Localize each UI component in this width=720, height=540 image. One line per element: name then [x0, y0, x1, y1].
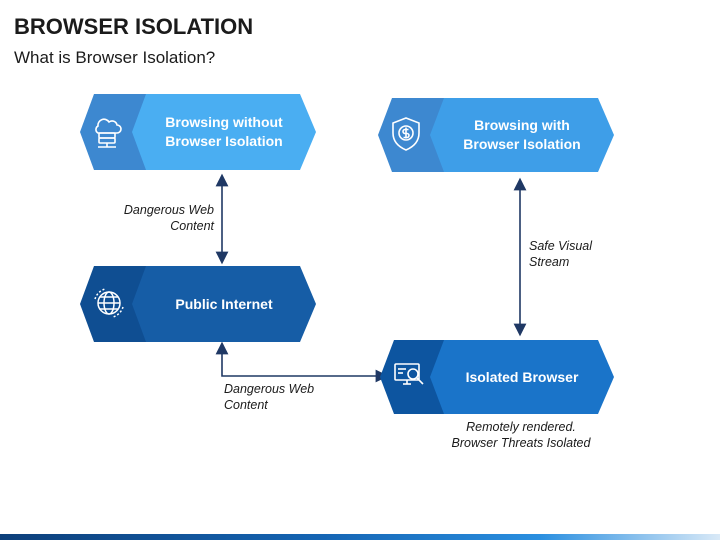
- isolated-browser-caption: Remotely rendered. Browser Threats Isola…: [436, 419, 606, 451]
- edge-label-safe-visual: Safe Visual Stream: [529, 238, 629, 270]
- node-shape: [80, 94, 316, 170]
- edge-label-line: Dangerous Web: [123, 203, 214, 217]
- shield-dollar-icon: [389, 116, 423, 157]
- globe-icon: [91, 285, 127, 326]
- node-browsing-with-isolation: Browsing with Browser Isolation: [378, 96, 614, 174]
- edge-label-line: Content: [170, 219, 214, 233]
- node-shape: [80, 266, 316, 342]
- arrow-internet-to-isolated: [215, 341, 389, 383]
- node-browsing-without-isolation: Browsing without Browser Isolation: [80, 92, 316, 172]
- caption-line: Remotely rendered.: [466, 420, 576, 434]
- caption-line: Browser Threats Isolated: [451, 436, 591, 450]
- node-label: Browsing without Browser Isolation: [165, 114, 283, 149]
- node-isolated-browser: Isolated Browser: [380, 338, 614, 416]
- node-label: Browsing with Browser Isolation: [463, 117, 581, 152]
- page-title: BROWSER ISOLATION: [14, 14, 254, 39]
- edge-label-dangerous-bottom: Dangerous Web Content: [224, 381, 334, 413]
- node-shape: [378, 98, 614, 172]
- server-cloud-icon: [90, 114, 124, 153]
- edge-label-dangerous-top: Dangerous Web Content: [108, 202, 214, 234]
- edge-label-line: Content: [224, 398, 268, 412]
- page-subtitle: What is Browser Isolation?: [14, 48, 216, 67]
- node-shape: [380, 340, 614, 414]
- monitor-search-icon: [392, 360, 426, 397]
- edge-label-line: Safe Visual: [529, 239, 593, 253]
- node-public-internet: Public Internet: [80, 264, 316, 344]
- edge-label-line: Dangerous Web: [224, 382, 315, 396]
- node-label: Public Internet: [175, 295, 273, 312]
- footer-gradient-bar: [0, 534, 720, 540]
- edge-label-line: Stream: [529, 255, 570, 269]
- node-label: Isolated Browser: [465, 368, 579, 385]
